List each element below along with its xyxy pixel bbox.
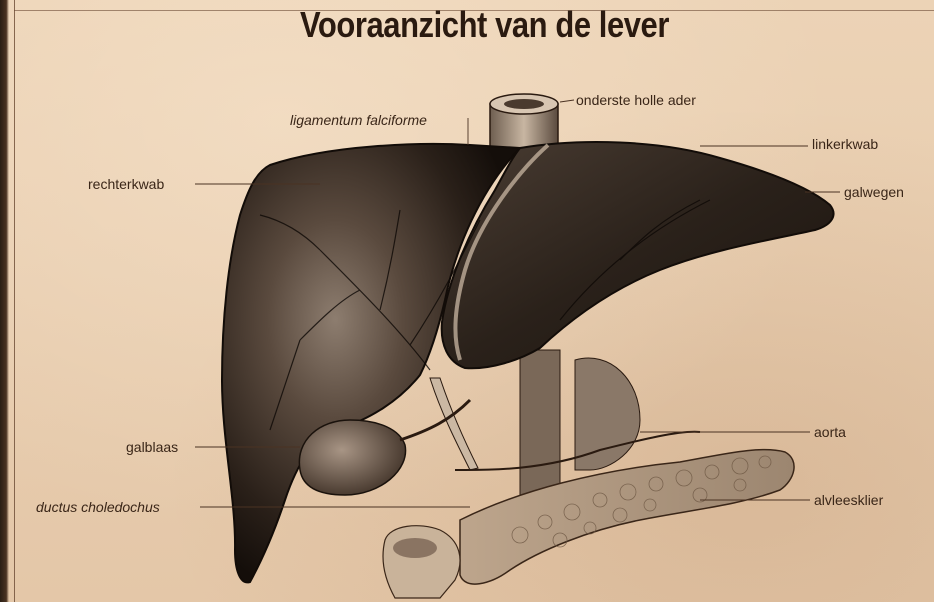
label-gallbladder: galblaas <box>126 439 178 455</box>
label-pancreas: alvleesklier <box>814 492 883 508</box>
label-ligament: ligamentum falciforme <box>290 112 427 128</box>
label-right-lobe: rechterkwab <box>88 176 164 192</box>
gallbladder <box>299 420 405 495</box>
vena-cava <box>490 94 558 152</box>
label-bile-ducts: galwegen <box>844 184 904 200</box>
pancreas <box>460 450 794 584</box>
duodenum <box>383 526 460 598</box>
label-aorta: aorta <box>814 424 846 440</box>
label-vena-cava: onderste holle ader <box>576 92 696 108</box>
left-lobe <box>442 142 834 368</box>
label-common-bile-duct: ductus choledochus <box>36 499 160 515</box>
label-left-lobe: linkerkwab <box>812 136 878 152</box>
